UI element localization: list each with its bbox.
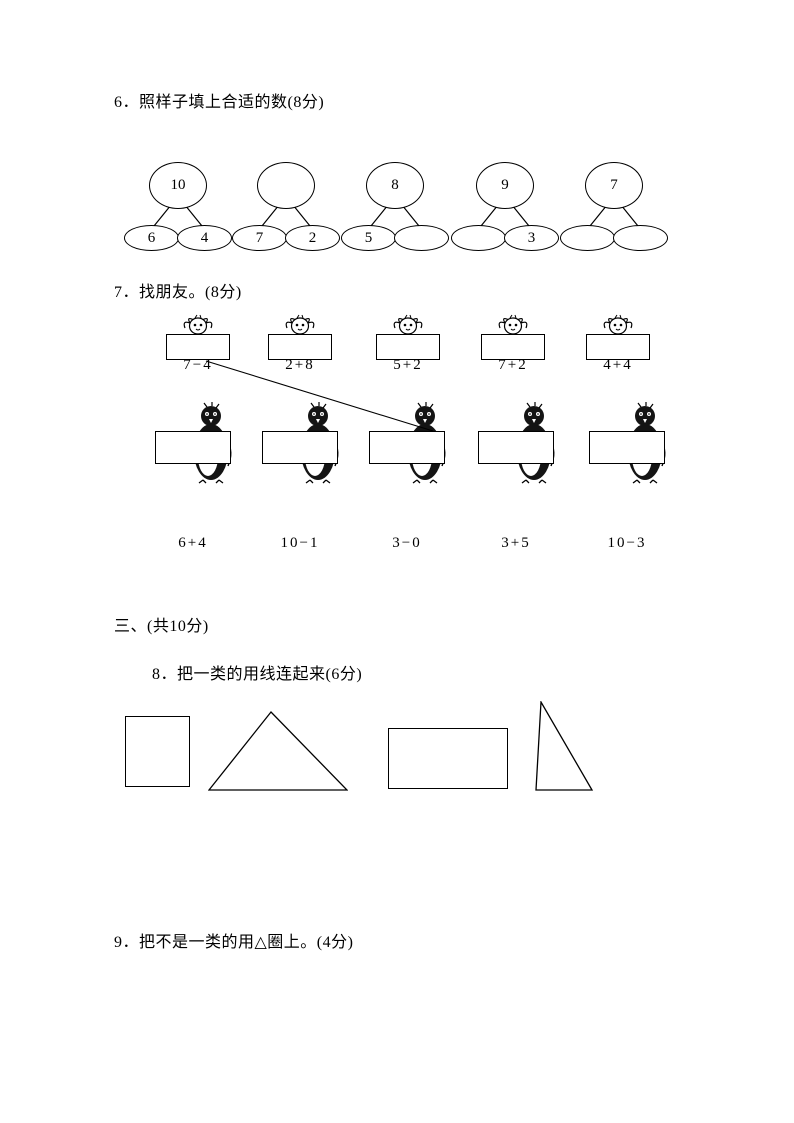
bond-right-oval (613, 225, 668, 251)
bond-left-oval: 7 (232, 225, 287, 251)
bond-right-oval: 3 (504, 225, 559, 251)
bond-connector-lines (153, 204, 203, 227)
q7-top-card-unit-1: 7−4 (166, 312, 232, 376)
bond-left-oval: 6 (124, 225, 179, 251)
bond-right-oval (394, 225, 449, 251)
bird-icon (498, 314, 528, 335)
number-bond-2: 7 2 (232, 162, 340, 252)
bond-top-circle (257, 162, 315, 209)
q7-bottom-card-unit-4: 3+5 (478, 402, 584, 554)
bond-left-oval: 5 (341, 225, 396, 251)
q7-bottom-card-unit-1: 6+4 (155, 402, 261, 554)
expression-card (268, 334, 332, 360)
expression-label: 4+4 (603, 357, 633, 373)
bond-left-oval (451, 225, 506, 251)
q7-bottom-card-unit-5: 10−3 (589, 402, 695, 554)
bond-left-oval (560, 225, 615, 251)
q7-bottom-card-unit-2: 10−1 (262, 402, 368, 554)
expression-label: 10−3 (607, 535, 647, 551)
bond-connector-lines (589, 204, 639, 227)
triangle-shape (208, 711, 348, 791)
number-bond-1: 10 6 4 (124, 162, 232, 252)
q7-top-card-unit-3: 5+2 (376, 312, 442, 376)
q7-top-card-unit-5: 4+4 (586, 312, 652, 376)
bird-icon (393, 314, 423, 335)
bird-icon (183, 314, 213, 335)
expression-label: 7+2 (498, 357, 528, 373)
q7-heading: 7．找朋友。(8分) (114, 284, 242, 301)
right-triangle-shape (535, 701, 594, 791)
rectangle-shape (388, 728, 508, 789)
expression-card (376, 334, 440, 360)
bond-top-circle: 8 (366, 162, 424, 209)
bond-connector-lines (261, 204, 311, 227)
expression-label: 3+5 (501, 535, 531, 551)
expression-label: 7−4 (183, 357, 213, 373)
answer-card (369, 431, 445, 464)
expression-card (586, 334, 650, 360)
expression-card (481, 334, 545, 360)
bond-top-circle: 9 (476, 162, 534, 209)
section3-heading: 三、(共10分) (114, 618, 209, 635)
q7-bottom-card-unit-3: 3−0 (369, 402, 475, 554)
bond-connector-lines (480, 204, 530, 227)
bond-right-oval: 4 (177, 225, 232, 251)
q8-heading: 8．把一类的用线连起来(6分) (152, 666, 363, 683)
expression-label: 2+8 (285, 357, 315, 373)
bond-connector-lines (370, 204, 420, 227)
answer-card (589, 431, 665, 464)
bond-right-oval: 2 (285, 225, 340, 251)
bird-icon (603, 314, 633, 335)
number-bond-3: 8 5 (341, 162, 449, 252)
q6-heading: 6．照样子填上合适的数(8分) (114, 94, 325, 111)
q7-top-card-unit-2: 2+8 (268, 312, 334, 376)
bond-top-circle: 10 (149, 162, 207, 209)
q9-heading: 9．把不是一类的用△圈上。(4分) (114, 934, 354, 951)
number-bond-5: 7 (560, 162, 668, 252)
number-bond-4: 9 3 (451, 162, 559, 252)
expression-label: 3−0 (392, 535, 422, 551)
q7-top-card-unit-4: 7+2 (481, 312, 547, 376)
answer-card (478, 431, 554, 464)
bond-top-circle: 7 (585, 162, 643, 209)
expression-label: 6+4 (178, 535, 208, 551)
expression-label: 10−1 (280, 535, 320, 551)
expression-label: 5+2 (393, 357, 423, 373)
answer-card (262, 431, 338, 464)
bird-icon (285, 314, 315, 335)
square-shape (125, 716, 190, 787)
answer-card (155, 431, 231, 464)
expression-card (166, 334, 230, 360)
